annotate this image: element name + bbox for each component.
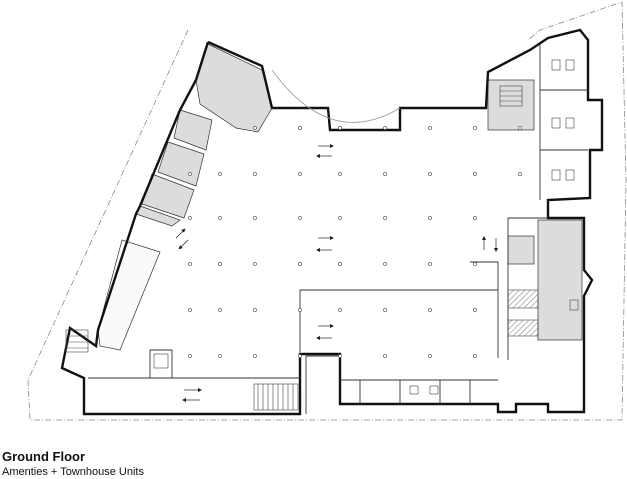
column [428, 262, 432, 266]
right-wing-rooms [487, 79, 583, 341]
property-line [27, 1, 627, 421]
column [298, 216, 302, 220]
column [188, 308, 192, 312]
column [298, 126, 302, 130]
column [383, 354, 387, 358]
caption-subtitle: Amenties + Townhouse Units [2, 466, 144, 478]
column [428, 308, 432, 312]
arrow-up-down-icon [481, 235, 499, 253]
column [253, 354, 257, 358]
column [188, 262, 192, 266]
column [473, 308, 477, 312]
column [253, 126, 257, 130]
column [428, 126, 432, 130]
plan-caption: Ground Floor Amenties + Townhouse Units [2, 450, 144, 479]
column [338, 126, 342, 130]
fixtures [153, 59, 579, 395]
column [383, 172, 387, 176]
column [218, 354, 222, 358]
column [428, 354, 432, 358]
stair-icon [65, 85, 523, 411]
hatched-zones [507, 289, 539, 337]
structural-columns [188, 126, 522, 358]
column [218, 308, 222, 312]
column [218, 216, 222, 220]
exterior-wall [60, 28, 604, 416]
left-wing-rooms [135, 43, 273, 227]
interior-walls [88, 44, 588, 414]
column [518, 126, 522, 130]
column [518, 172, 522, 176]
column [253, 308, 257, 312]
column [383, 216, 387, 220]
column [253, 262, 257, 266]
column [473, 216, 477, 220]
column [383, 126, 387, 130]
column [253, 172, 257, 176]
column [383, 308, 387, 312]
column [188, 216, 192, 220]
column [473, 262, 477, 266]
caption-title: Ground Floor [2, 449, 86, 464]
column [298, 354, 302, 358]
ground-floor-plan [27, 1, 627, 421]
arrow-left-right-icon [175, 143, 335, 403]
column [298, 262, 302, 266]
column [428, 172, 432, 176]
column [473, 126, 477, 130]
column [428, 216, 432, 220]
column [218, 262, 222, 266]
column [338, 308, 342, 312]
column [473, 172, 477, 176]
column [218, 172, 222, 176]
column [383, 262, 387, 266]
column [338, 172, 342, 176]
left-lobby [97, 239, 161, 351]
column [188, 172, 192, 176]
column [188, 354, 192, 358]
column [298, 172, 302, 176]
column [338, 216, 342, 220]
curved-recess [271, 69, 401, 123]
column [338, 262, 342, 266]
column [253, 216, 257, 220]
column [338, 354, 342, 358]
column [298, 308, 302, 312]
column [473, 354, 477, 358]
